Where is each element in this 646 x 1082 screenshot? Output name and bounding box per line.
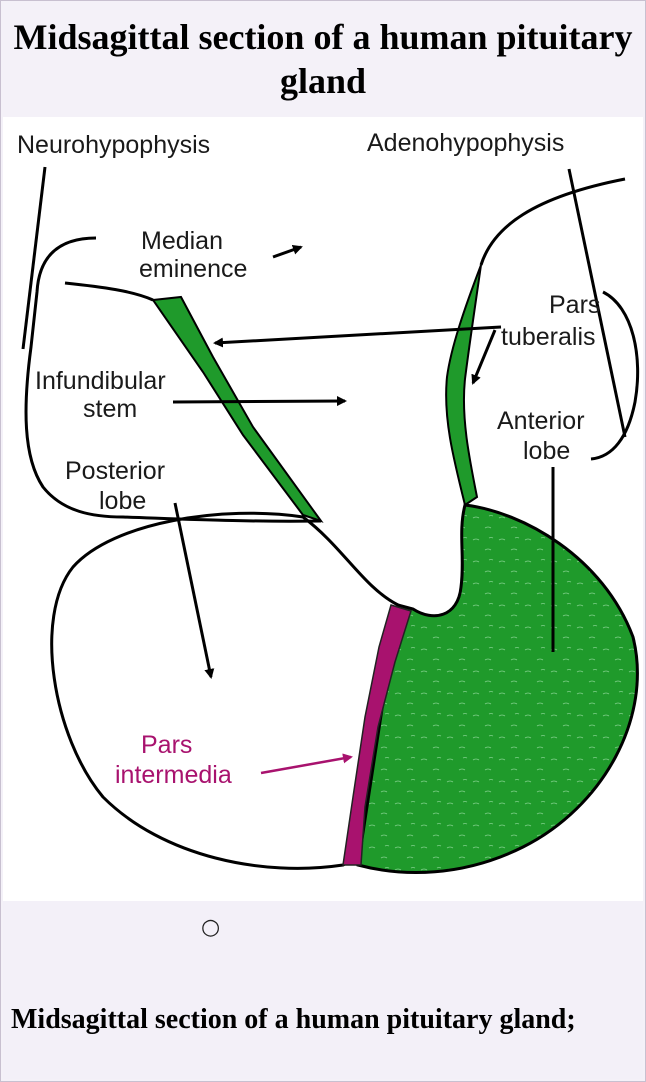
- pituitary-diagram: Neurohypophysis Adenohypophysis Median e…: [3, 117, 643, 901]
- label-pars-tuberalis-2: tuberalis: [501, 323, 596, 351]
- pars-tuberalis-shape: [446, 265, 481, 505]
- label-posterior-1: Posterior: [65, 457, 165, 485]
- label-pars-tuberalis-1: Pars: [549, 291, 600, 319]
- diagram-svg: Neurohypophysis Adenohypophysis Median e…: [3, 117, 643, 901]
- label-pars-intermedia-2: intermedia: [115, 761, 232, 789]
- label-adenohypophysis: Adenohypophysis: [367, 129, 564, 157]
- pars-tuberalis-arrow-down: [473, 330, 495, 383]
- label-neurohypophysis: Neurohypophysis: [17, 131, 210, 159]
- infundibular-stem-arrow: [173, 401, 345, 402]
- figure-caption: Midsagittal section of a human pituitary…: [11, 999, 611, 1041]
- anterior-lobe-shape: [358, 505, 637, 872]
- caption-area: [3, 901, 643, 1079]
- label-median-2: eminence: [139, 255, 247, 283]
- label-anterior-1: Anterior: [497, 407, 585, 435]
- label-infundibular-1: Infundibular: [35, 367, 166, 395]
- label-anterior-2: lobe: [523, 437, 570, 465]
- label-pars-intermedia-1: Pars: [141, 731, 192, 759]
- posterior-lobe-shape: [52, 513, 398, 868]
- caption-bullet: ○: [201, 915, 220, 940]
- label-posterior-2: lobe: [99, 487, 146, 515]
- infundibular-stem-shape: [153, 297, 321, 521]
- pars-tuberalis-outline: [481, 179, 625, 265]
- median-eminence-arrow: [273, 247, 301, 257]
- median-eminence-outline: [65, 283, 153, 300]
- figure-title: Midsagittal section of a human pituitary…: [3, 15, 643, 103]
- label-infundibular-2: stem: [83, 395, 137, 423]
- label-median-1: Median: [141, 227, 223, 255]
